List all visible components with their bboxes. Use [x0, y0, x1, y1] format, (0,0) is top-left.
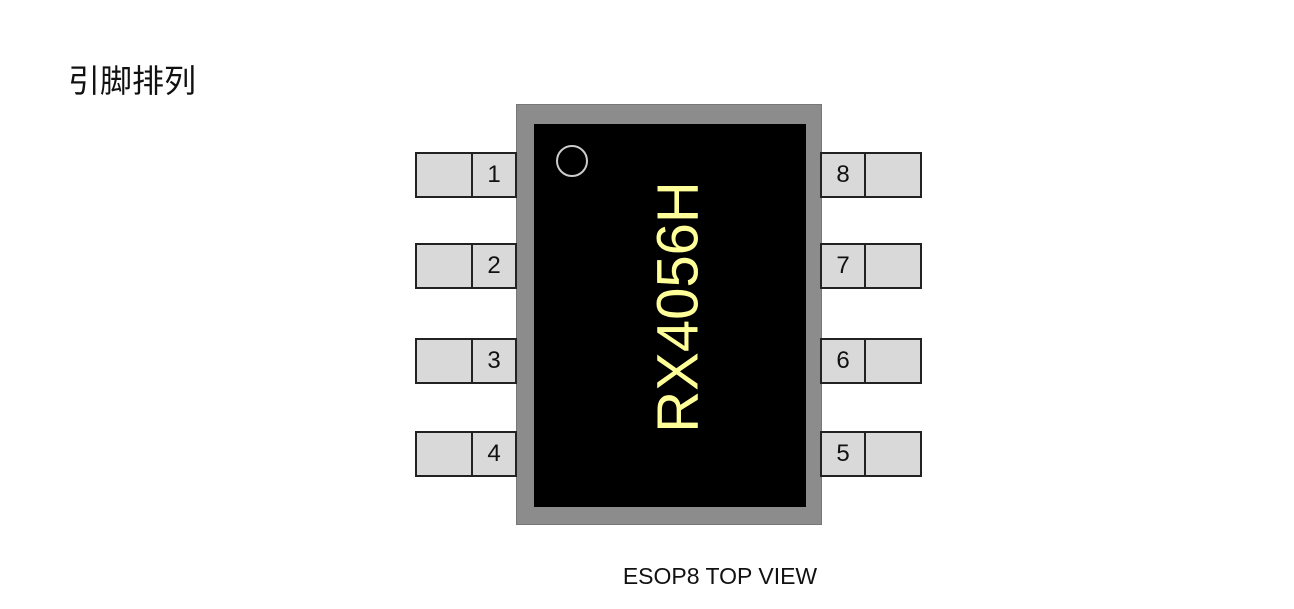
- pin-8: 8: [820, 152, 922, 198]
- pin-4: 4: [415, 431, 517, 477]
- chip-body: [534, 124, 806, 507]
- pin-number: 3: [471, 340, 515, 382]
- pin-number: 2: [471, 245, 515, 287]
- pin-5: 5: [820, 431, 922, 477]
- pin-number: 5: [822, 433, 866, 475]
- pin-number: 8: [822, 154, 866, 196]
- pin1-marker-icon: [556, 145, 588, 177]
- pin-6: 6: [820, 338, 922, 384]
- pin-1: 1: [415, 152, 517, 198]
- pin-2: 2: [415, 243, 517, 289]
- pin-3: 3: [415, 338, 517, 384]
- pin-number: 7: [822, 245, 866, 287]
- pin-7: 7: [820, 243, 922, 289]
- pin-number: 1: [471, 154, 515, 196]
- pin-number: 4: [471, 433, 515, 475]
- pin-number: 6: [822, 340, 866, 382]
- section-title: 引脚排列: [68, 62, 197, 100]
- chip-label: RX4056H: [645, 181, 711, 433]
- view-caption: ESOP8 TOP VIEW: [622, 563, 818, 589]
